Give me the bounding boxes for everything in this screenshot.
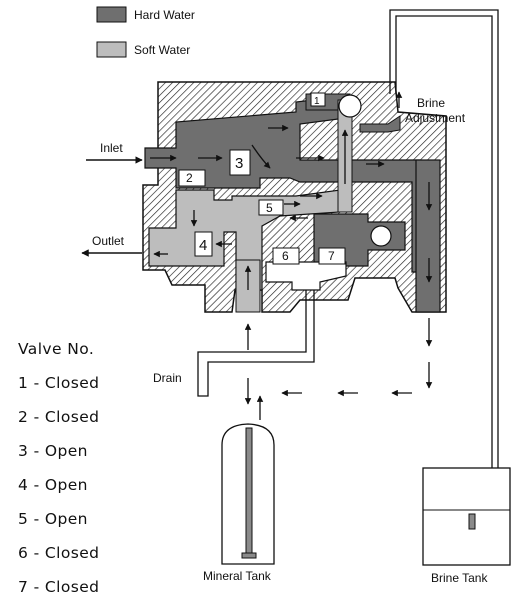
valve-4-number: 4 — [199, 237, 207, 254]
valve-3-number: 3 — [235, 155, 243, 172]
brine-adjustment-label-line2: Adjustment — [405, 111, 466, 125]
valve-7-number: 7 — [328, 249, 335, 263]
brine-tank: Brine Tank — [422, 467, 511, 585]
mineral-tank: Mineral Tank — [203, 423, 275, 583]
internal-flow-arrows — [150, 91, 433, 290]
check-valve-ball — [370, 225, 392, 247]
legend: Hard Water Soft Water — [96, 6, 195, 58]
external-flow-arrows — [244, 318, 433, 420]
hard-water-right-column — [415, 159, 441, 313]
outlet-label: Outlet — [92, 234, 125, 248]
brine-adjustment-label-line1: Brine — [417, 96, 445, 110]
valve-status-list: Valve No. 1 - Closed 2 - Closed 3 - Open… — [18, 332, 99, 604]
valve-6-number: 6 — [282, 249, 289, 263]
valve-6-box — [272, 247, 300, 265]
valve-status-item: 3 - Open — [18, 442, 88, 460]
drain-channels — [265, 261, 347, 291]
drain-label: Drain — [153, 371, 182, 385]
mineral-tank-distributor — [241, 552, 257, 559]
valve-7-box — [318, 247, 346, 265]
brine-adjustment: Brine Adjustment — [405, 96, 466, 125]
inlet-label: Inlet — [100, 141, 123, 155]
brine-valve-ball — [338, 94, 362, 118]
brine-tank-body — [422, 467, 511, 566]
valve-status-item: 6 - Closed — [18, 544, 100, 562]
brine-adjustment-port — [359, 115, 401, 133]
valve-1-number: 1 — [314, 96, 320, 107]
drain-channel — [265, 261, 347, 291]
drain-line-outer — [197, 290, 315, 397]
inlet: Inlet — [86, 141, 143, 164]
valve-status-item: 4 - Open — [18, 476, 88, 494]
legend-soft-water-swatch — [96, 41, 127, 58]
valve-1-box — [310, 92, 326, 107]
legend-hard-water-swatch — [96, 6, 127, 23]
valve-5-box — [258, 199, 284, 216]
valve-2-number: 2 — [186, 171, 193, 185]
valve-2-box — [178, 169, 206, 187]
valve-4-box — [194, 231, 213, 257]
valve-number-boxes: 1 2 3 4 5 6 7 — [178, 92, 346, 265]
legend-hard-water-label: Hard Water — [134, 8, 195, 22]
brine-tank-float — [468, 513, 476, 530]
valve-body: 1 2 3 4 5 6 7 — [142, 81, 447, 313]
valve-3-box — [229, 149, 251, 176]
drain-line — [197, 290, 315, 397]
valve-status-item: 5 - Open — [18, 510, 88, 528]
legend-soft-water-label: Soft Water — [134, 43, 190, 57]
valve-status-item: 1 - Closed — [18, 374, 100, 392]
mineral-tank-riser — [245, 427, 253, 554]
flow-arrow — [251, 144, 271, 169]
outlet: Outlet — [81, 234, 142, 257]
brine-tank-label: Brine Tank — [431, 571, 488, 585]
mineral-tank-label: Mineral Tank — [203, 569, 272, 583]
hard-water-channels — [144, 93, 441, 313]
valve-5-number: 5 — [266, 201, 273, 215]
valve-list-title: Valve No. — [18, 340, 95, 358]
valve-status-item: 7 - Closed — [18, 578, 100, 596]
valve-status-item: 2 - Closed — [18, 408, 100, 426]
valve-flow-diagram: Hard Water Soft Water 1 — [81, 6, 511, 585]
